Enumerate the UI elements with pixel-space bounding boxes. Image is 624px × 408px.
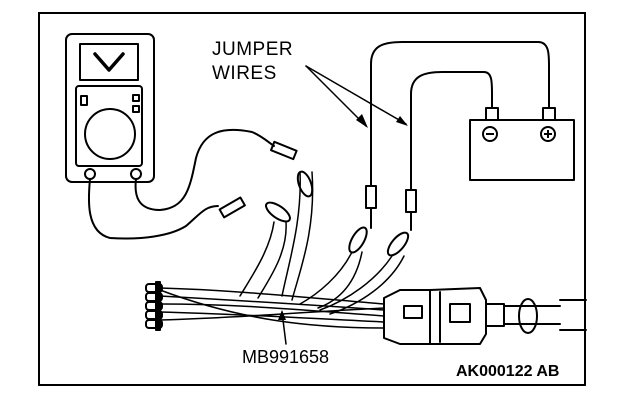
clip-3 bbox=[348, 226, 368, 254]
meter-probe-2 bbox=[218, 196, 246, 219]
jumper-sleeve-2 bbox=[405, 189, 417, 213]
meter-volt-symbol bbox=[93, 52, 125, 72]
meter-display bbox=[79, 43, 139, 81]
meter-probe-1 bbox=[270, 140, 298, 161]
figure-code-label: AK000122 AB bbox=[456, 363, 560, 380]
harness-connector-right bbox=[429, 287, 487, 345]
meter-lead-black bbox=[87, 178, 219, 240]
meter-volt-jack bbox=[130, 168, 142, 180]
clip-2 bbox=[265, 201, 291, 223]
jumper-wire-positive bbox=[370, 41, 550, 187]
meter-com-jack bbox=[84, 168, 96, 180]
jumper-sleeve-1 bbox=[365, 185, 377, 209]
jumper-wire-negative bbox=[410, 71, 493, 191]
clip-4 bbox=[386, 231, 410, 257]
meter-lead-red bbox=[134, 128, 275, 211]
cable-grommet bbox=[518, 298, 538, 334]
jumper-wires-label-line1: JUMPER bbox=[212, 39, 294, 60]
battery-positive-post bbox=[542, 107, 556, 121]
tool-number-label: MB991658 bbox=[242, 347, 330, 367]
jumper-wires-label-line2: WIRES bbox=[212, 63, 277, 84]
test-harness bbox=[145, 171, 587, 345]
multimeter bbox=[65, 33, 155, 183]
battery bbox=[469, 107, 575, 181]
battery-negative-post bbox=[485, 107, 499, 121]
battery-case bbox=[469, 119, 575, 181]
meter-dial bbox=[84, 108, 136, 160]
